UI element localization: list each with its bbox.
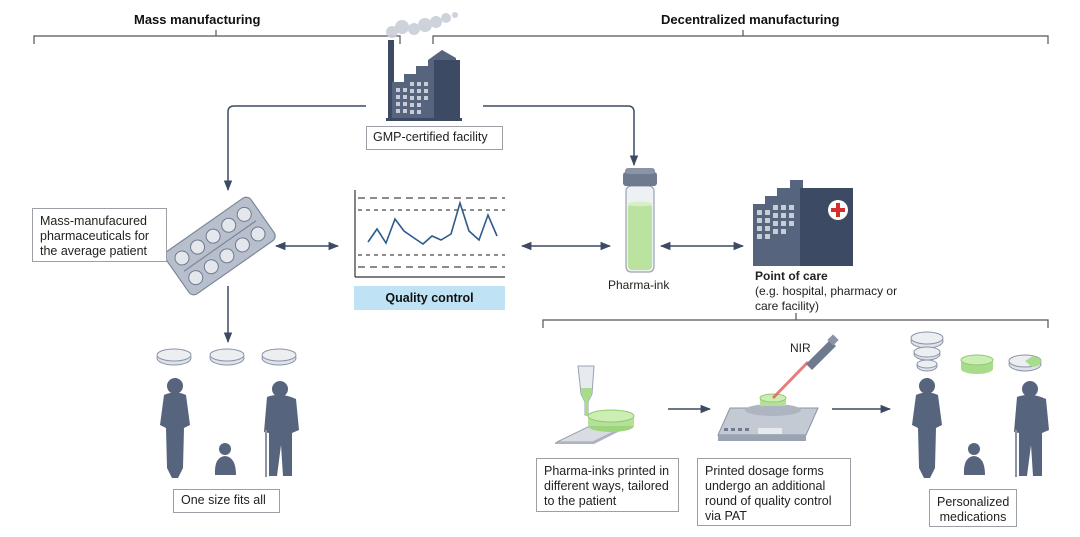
- decentralized-bracket: [432, 30, 1049, 44]
- personalized-pill-icons: [910, 331, 1042, 374]
- personalized-patients-silhouettes: [912, 378, 1049, 478]
- elderly-figure: [1014, 381, 1049, 477]
- point-of-care-title: Point of care: [755, 269, 828, 283]
- point-of-care-subtitle: (e.g. hospital, pharmacy or care facilit…: [755, 284, 898, 313]
- decentralized-manufacturing-heading: Decentralized manufacturing: [661, 12, 840, 27]
- woman-figure: [160, 378, 190, 478]
- mass-manufacturing-heading: Mass manufacturing: [134, 12, 261, 27]
- point-of-care-bracket: [542, 313, 1049, 328]
- printing-label: Pharma-inks printed in different ways, t…: [536, 458, 679, 512]
- pharma-ink-label: Pharma-ink: [608, 278, 670, 292]
- pat-label: Printed dosage forms undergo an addition…: [697, 458, 851, 526]
- child-figure: [963, 443, 985, 475]
- factory-icon: [386, 12, 462, 121]
- elderly-figure: [264, 381, 299, 477]
- quality-control-label: Quality control: [354, 286, 505, 310]
- control-chart-icon: [354, 190, 505, 278]
- woman-figure: [912, 378, 942, 478]
- mass-pill-icons: [156, 348, 297, 366]
- nir-label: NIR: [790, 341, 811, 355]
- mass-patients-silhouettes: [160, 378, 299, 478]
- nir-probe-icon: [771, 334, 839, 400]
- mass-bracket: [33, 30, 401, 44]
- personalized-label: Personalized medications: [929, 489, 1017, 527]
- gmp-facility-label: GMP-certified facility: [366, 126, 503, 150]
- printer-nozzle-icon: [555, 365, 635, 444]
- vial-icon: [623, 168, 657, 273]
- factory-to-vial-connector: [483, 105, 639, 167]
- factory-to-blister-connector: [223, 105, 366, 192]
- child-figure: [214, 443, 236, 475]
- scale-icon: [717, 393, 819, 441]
- mass-product-label: Mass-manufacured pharmaceuticals for the…: [32, 208, 167, 262]
- blister-pack-icon: [164, 196, 276, 296]
- hospital-icon: [753, 180, 853, 266]
- one-size-label: One size fits all: [173, 489, 280, 513]
